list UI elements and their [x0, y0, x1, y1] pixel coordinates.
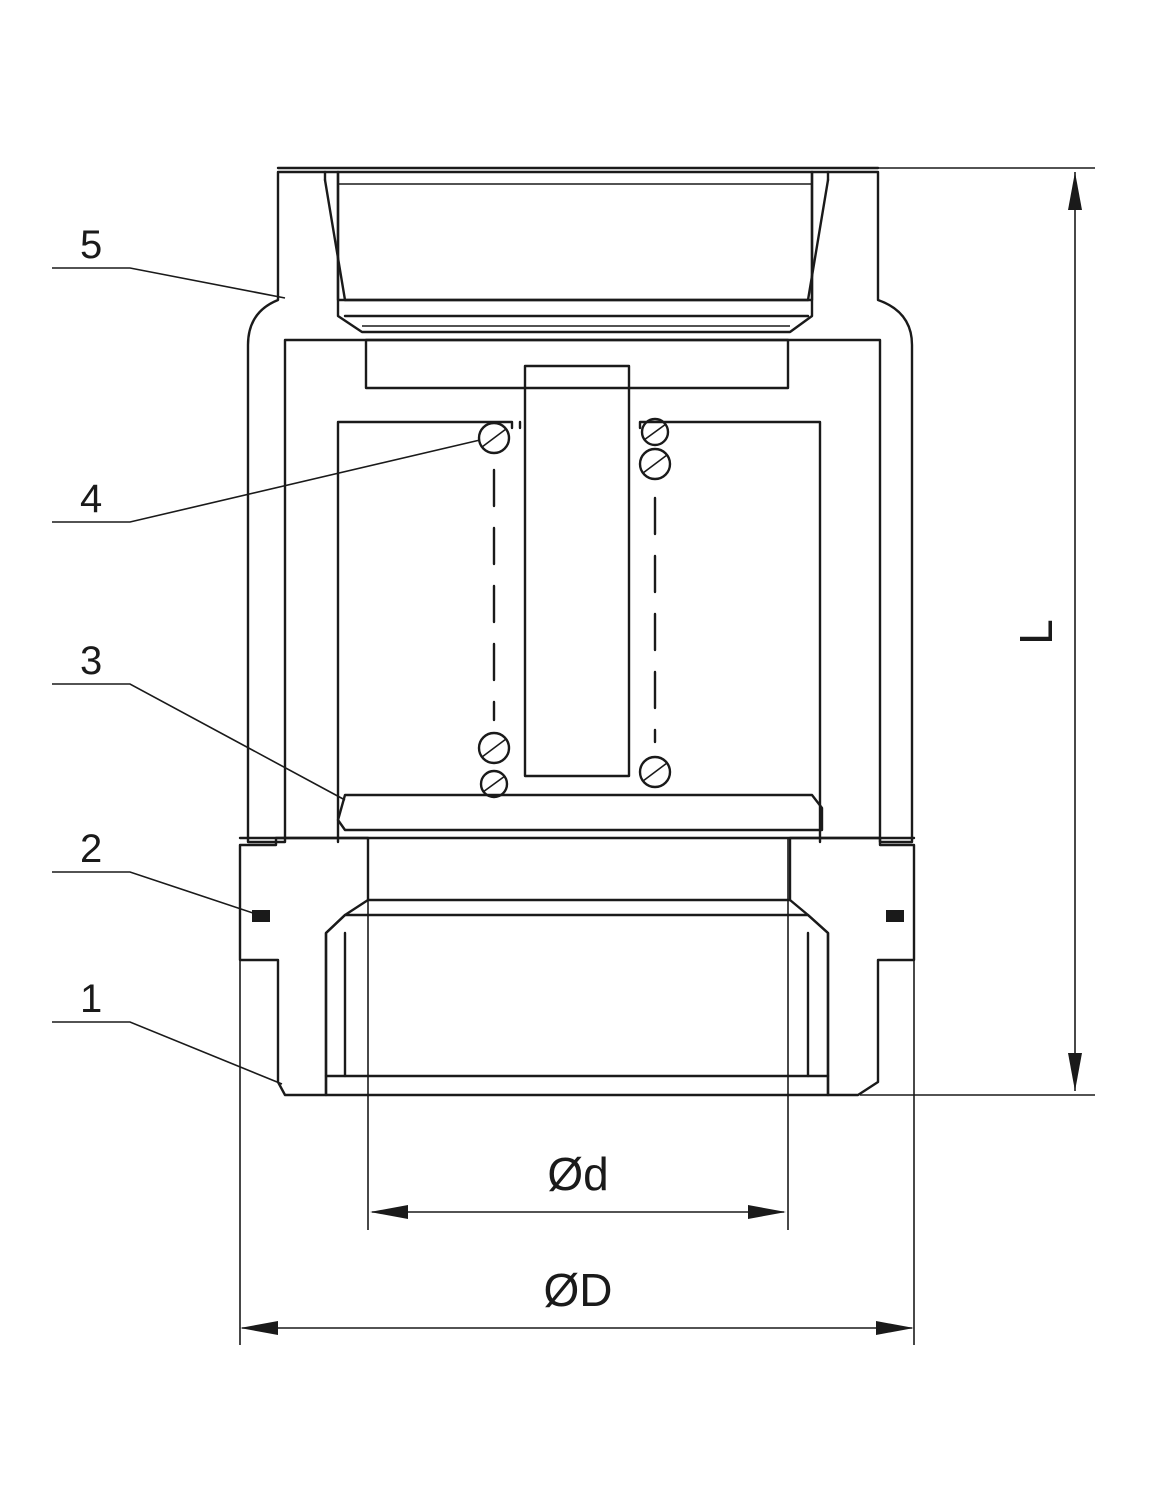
callout-4-label: 4	[80, 477, 102, 521]
callout-5-label: 5	[80, 223, 102, 267]
dimension-outer-diameter: ØD	[239, 960, 915, 1345]
callout-1-label: 1	[80, 977, 102, 1021]
valve-cage	[336, 420, 822, 844]
dimension-inner-diameter-label: Ød	[547, 1148, 608, 1200]
callout-1: 1	[52, 977, 283, 1085]
lower-body-part-1	[238, 836, 916, 1230]
callout-2-label: 2	[80, 827, 102, 871]
upper-body-part-5	[246, 166, 914, 844]
callout-3-label: 3	[80, 639, 102, 683]
dimension-length-label: L	[1010, 619, 1062, 645]
disc-part-3	[336, 793, 824, 832]
dimension-outer-diameter-label: ØD	[544, 1264, 613, 1316]
spring-part-4	[477, 417, 672, 799]
callout-2: 2	[52, 827, 257, 915]
callout-3: 3	[52, 639, 346, 801]
dimension-inner-diameter: Ød	[370, 1148, 786, 1219]
callout-4: 4	[52, 439, 481, 523]
guide-spider	[364, 338, 790, 778]
seal-part-2	[252, 910, 904, 922]
dimension-length: L	[860, 167, 1095, 1096]
callout-5: 5	[52, 223, 286, 299]
